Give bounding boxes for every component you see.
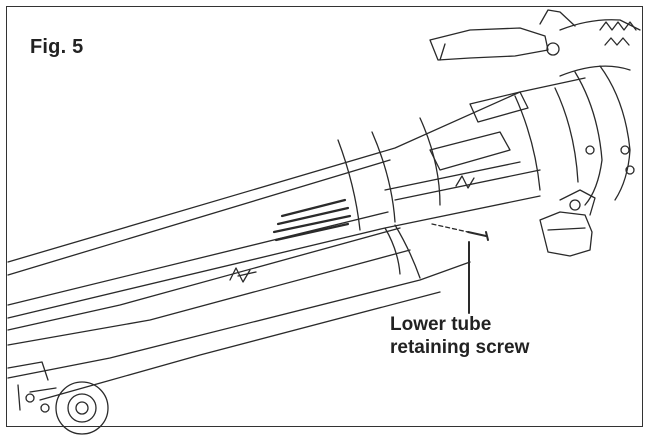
motor-housing bbox=[429, 9, 641, 206]
callout-label: Lower tube retaining screw bbox=[390, 313, 529, 359]
lower-tube bbox=[7, 175, 475, 401]
upper-tube bbox=[7, 77, 586, 319]
figure-label: Fig. 5 bbox=[30, 36, 84, 58]
callout-line-2: retaining screw bbox=[390, 337, 530, 358]
vent-slots bbox=[272, 198, 352, 242]
tube-coupler bbox=[539, 189, 596, 257]
screw-icon bbox=[431, 223, 489, 241]
wheel-icon bbox=[7, 361, 109, 435]
callout-line-1: Lower tube bbox=[390, 314, 492, 335]
